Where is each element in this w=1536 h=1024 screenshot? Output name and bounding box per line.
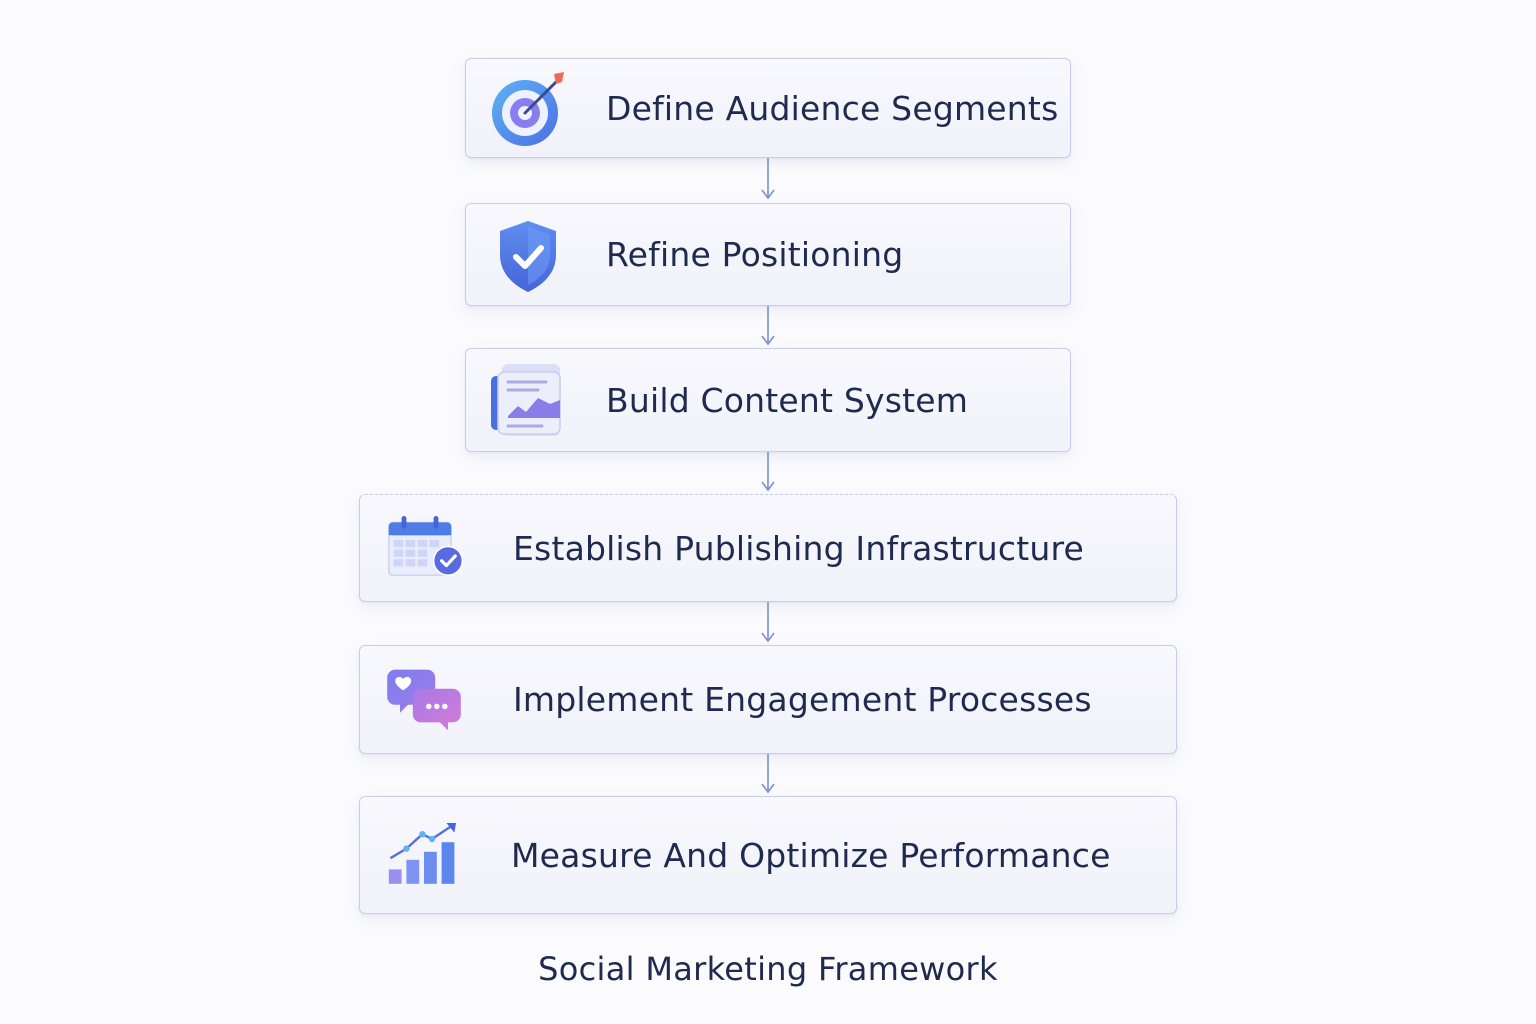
arrow-connector xyxy=(760,158,776,202)
calendar-check-icon xyxy=(384,508,464,588)
diagram-caption: Social Marketing Framework xyxy=(538,950,998,988)
target-icon xyxy=(488,68,568,148)
arrow-connector xyxy=(760,452,776,494)
step-implement-engagement-processes: Implement Engagement Processes xyxy=(359,645,1177,754)
step-label: Define Audience Segments xyxy=(606,88,1059,128)
step-label: Implement Engagement Processes xyxy=(513,680,1092,719)
step-label: Measure And Optimize Performance xyxy=(511,835,1111,875)
chat-bubbles-icon xyxy=(384,660,464,740)
step-refine-positioning: Refine Positioning xyxy=(465,203,1071,306)
growth-chart-icon xyxy=(384,815,464,895)
shield-check-icon xyxy=(488,215,568,295)
content-stack-icon xyxy=(488,360,568,440)
arrow-connector xyxy=(760,602,776,645)
step-label: Build Content System xyxy=(606,380,969,420)
step-build-content-system: Build Content System xyxy=(465,348,1071,452)
step-measure-and-optimize-performance: Measure And Optimize Performance xyxy=(359,796,1177,914)
step-define-audience-segments: Define Audience Segments xyxy=(465,58,1071,158)
step-label: Refine Positioning xyxy=(606,235,904,274)
arrow-connector xyxy=(760,306,776,348)
arrow-connector xyxy=(760,754,776,796)
step-establish-publishing-infrastructure: Establish Publishing Infrastructure xyxy=(359,494,1177,602)
step-label: Establish Publishing Infrastructure xyxy=(513,528,1085,568)
